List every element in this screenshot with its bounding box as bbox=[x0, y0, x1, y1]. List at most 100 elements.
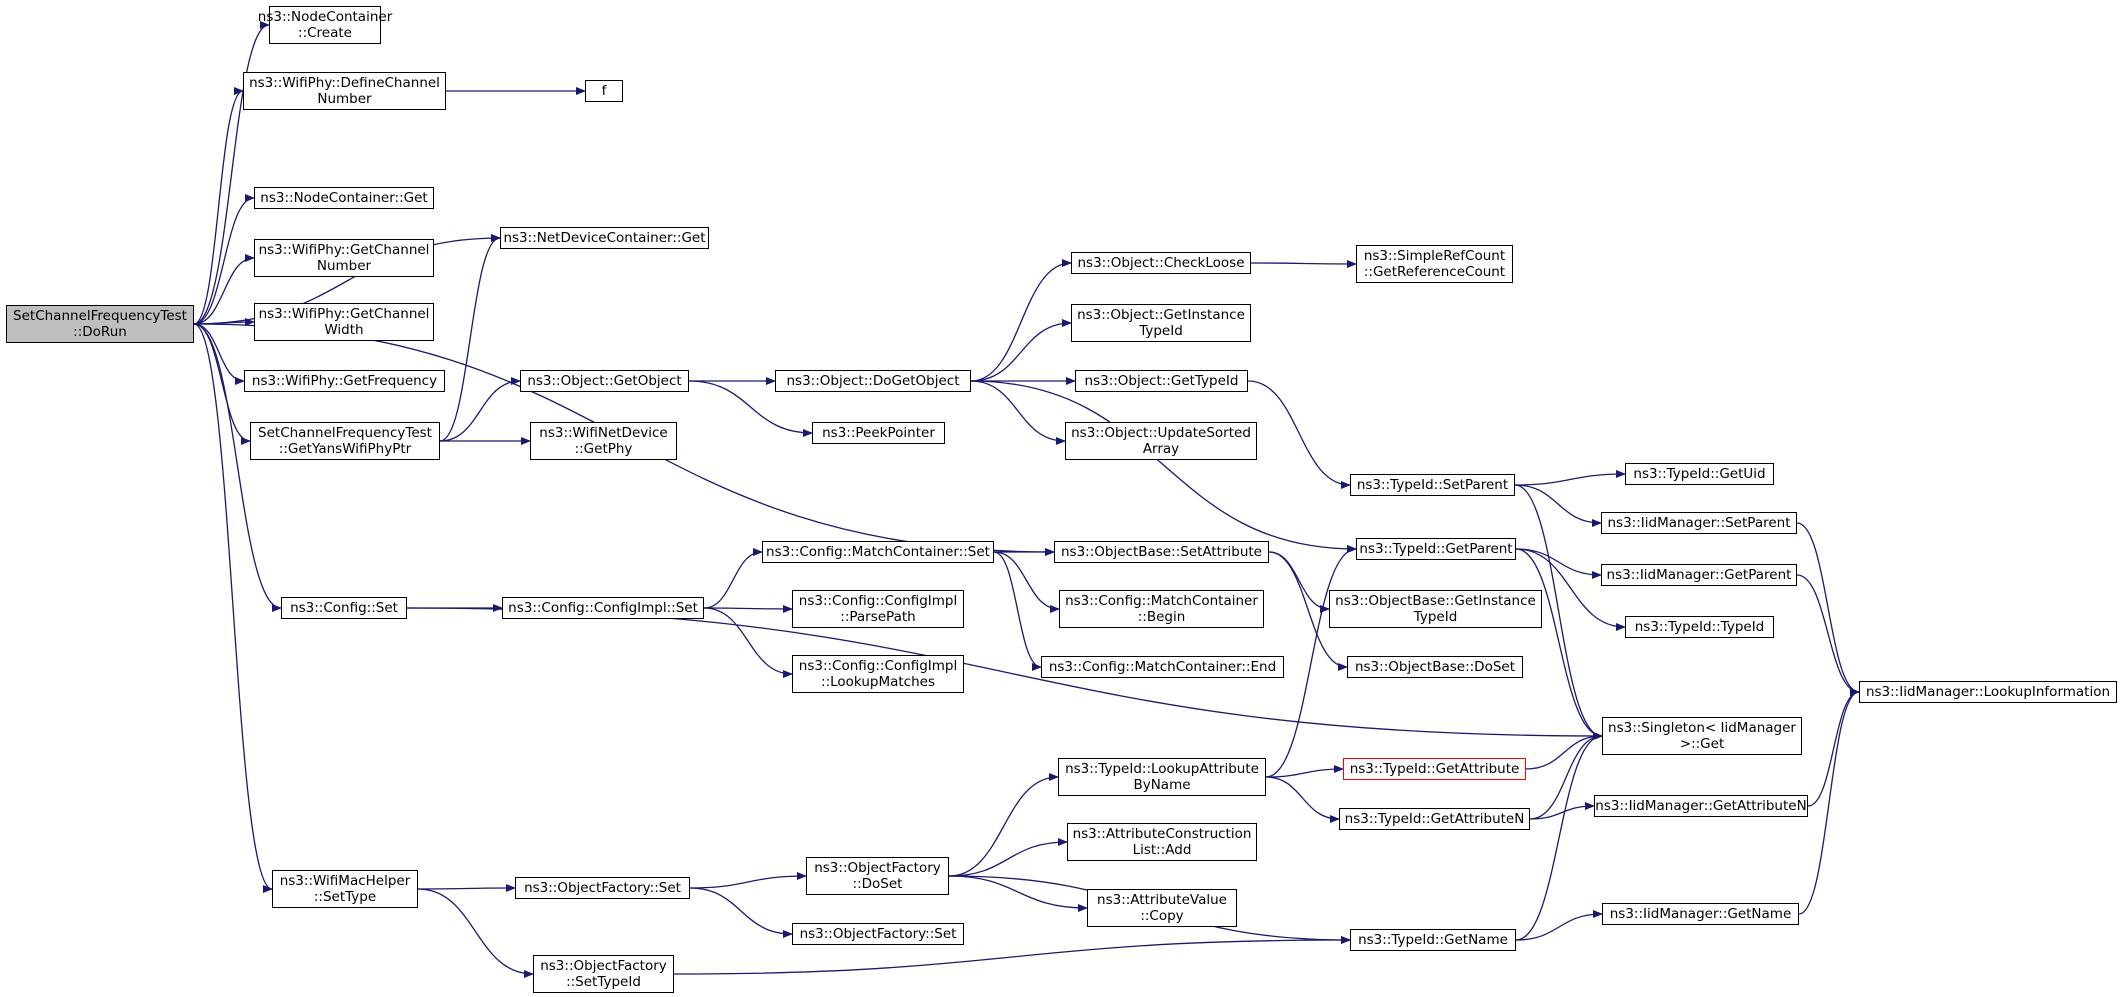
node-ci-lookupmatches[interactable]: ns3::Config::ConfigImpl::LookupMatches bbox=[792, 655, 964, 693]
edge-root-to-nc-create bbox=[193, 21, 270, 325]
node-label-line: Width bbox=[324, 322, 364, 338]
node-label-line: ns3::NodeContainer bbox=[257, 9, 393, 25]
node-configimpl-set[interactable]: ns3::Config::ConfigImpl::Set bbox=[502, 597, 704, 619]
node-label-line: List::Add bbox=[1132, 842, 1192, 858]
node-iid-getname[interactable]: ns3::IidManager::GetName bbox=[1602, 903, 1799, 925]
node-label-line: ns3::IidManager::GetAttributeN bbox=[1595, 798, 1807, 814]
node-get-freq[interactable]: ns3::WifiPhy::GetFrequency bbox=[244, 370, 445, 392]
node-of-doset[interactable]: ns3::ObjectFactory::DoSet bbox=[806, 857, 949, 895]
node-label-line: SetChannelFrequencyTest bbox=[258, 425, 432, 441]
edge-of-set-to-of-doset bbox=[689, 872, 807, 889]
edge-mc-set-to-mc-begin bbox=[993, 551, 1060, 613]
node-iid-getattrn[interactable]: ns3::IidManager::GetAttributeN bbox=[1594, 795, 1808, 817]
edge-obj-dogetobject-to-obj-checkloose bbox=[970, 259, 1072, 382]
node-of-set2[interactable]: ns3::ObjectFactory::Set bbox=[792, 923, 964, 945]
edge-of-set-to-of-set2 bbox=[689, 887, 793, 938]
node-label-line: ns3::Config::MatchContainer bbox=[1065, 593, 1258, 609]
node-label-line: ::Begin bbox=[1137, 609, 1186, 625]
node-label-line: ns3::Config::ConfigImpl bbox=[798, 593, 958, 609]
node-ob-doset[interactable]: ns3::ObjectBase::DoSet bbox=[1347, 656, 1523, 678]
node-iid-getparent[interactable]: ns3::IidManager::GetParent bbox=[1601, 564, 1797, 586]
node-label-line: >::Get bbox=[1679, 736, 1725, 752]
node-av-copy[interactable]: ns3::AttributeValue::Copy bbox=[1087, 889, 1237, 927]
node-label-line: ns3::Object::CheckLoose bbox=[1077, 255, 1245, 271]
edge-tid-lookupattr-to-tid-getparent bbox=[1265, 545, 1357, 778]
node-wnd-getphy[interactable]: ns3::WifiNetDevice::GetPhy bbox=[530, 422, 677, 460]
edge-obj-checkloose-to-src-getrefcount bbox=[1250, 259, 1357, 268]
edge-configimpl-set-to-ci-parsepath bbox=[703, 604, 793, 613]
node-nc-create[interactable]: ns3::NodeContainer::Create bbox=[258, 6, 392, 44]
node-src-getrefcount[interactable]: ns3::SimpleRefCount::GetReferenceCount bbox=[1356, 245, 1513, 283]
node-label-line: ns3::WifiNetDevice bbox=[539, 425, 668, 441]
node-label-line: ::ParsePath bbox=[840, 609, 916, 625]
node-label-line: ns3::Object::DoGetObject bbox=[786, 373, 960, 389]
node-label-line: SetChannelFrequencyTest bbox=[13, 308, 187, 324]
node-nc-get[interactable]: ns3::NodeContainer::Get bbox=[254, 187, 434, 209]
node-config-set[interactable]: ns3::Config::Set bbox=[281, 597, 407, 619]
node-f[interactable]: f bbox=[585, 80, 623, 102]
node-label-line: ns3::Singleton< IidManager bbox=[1608, 720, 1796, 736]
edge-root-to-get-freq bbox=[193, 323, 245, 385]
node-obj-getobject[interactable]: ns3::Object::GetObject bbox=[520, 370, 689, 392]
edge-tid-getname-to-iid-getname bbox=[1515, 910, 1603, 941]
node-iid-lookupinfo[interactable]: ns3::IidManager::LookupInformation bbox=[1859, 681, 2117, 703]
node-mc-begin[interactable]: ns3::Config::MatchContainer::Begin bbox=[1059, 590, 1264, 628]
node-get-yans[interactable]: SetChannelFrequencyTest::GetYansWifiPhyP… bbox=[250, 422, 440, 460]
node-label-line: TypeId bbox=[1413, 609, 1458, 625]
node-mc-end[interactable]: ns3::Config::MatchContainer::End bbox=[1041, 656, 1284, 678]
node-tid-typeid[interactable]: ns3::TypeId::TypeId bbox=[1625, 616, 1774, 638]
edge-configimpl-set-to-ci-lookupmatches bbox=[703, 607, 793, 678]
node-label-line: ns3::Object::GetTypeId bbox=[1084, 373, 1239, 389]
node-label-line: ns3::TypeId::GetUid bbox=[1633, 466, 1766, 482]
node-label-line: ByName bbox=[1133, 777, 1191, 793]
edge-tid-lookupattr-to-tid-getattrn bbox=[1265, 776, 1340, 823]
node-label-line: ns3::WifiPhy::GetFrequency bbox=[251, 373, 438, 389]
node-tid-getattr[interactable]: ns3::TypeId::GetAttribute bbox=[1343, 758, 1526, 780]
node-ci-parsepath[interactable]: ns3::Config::ConfigImpl::ParsePath bbox=[792, 590, 964, 628]
edge-root-to-config-set bbox=[193, 323, 282, 612]
node-of-settypeid[interactable]: ns3::ObjectFactory::SetTypeId bbox=[533, 955, 674, 993]
node-of-set[interactable]: ns3::ObjectFactory::Set bbox=[515, 877, 690, 899]
node-label-line: ns3::TypeId::SetParent bbox=[1356, 477, 1509, 493]
edge-wmh-settype-to-of-settypeid bbox=[417, 888, 534, 978]
node-singleton-get[interactable]: ns3::Singleton< IidManager>::Get bbox=[1602, 717, 1802, 755]
node-label-line: Number bbox=[316, 258, 372, 274]
node-obj-checkloose[interactable]: ns3::Object::CheckLoose bbox=[1071, 252, 1251, 274]
node-tid-getuid[interactable]: ns3::TypeId::GetUid bbox=[1625, 463, 1774, 485]
edge-iid-getname-to-iid-lookupinfo bbox=[1798, 688, 1860, 915]
node-label-line: ns3::AttributeValue bbox=[1097, 892, 1227, 908]
node-label-line: ns3::IidManager::GetName bbox=[1609, 906, 1792, 922]
edge-tid-getname-to-singleton-get bbox=[1515, 732, 1603, 941]
node-label-line: ::GetYansWifiPhyPtr bbox=[278, 441, 412, 457]
edge-tid-getattrn-to-iid-getattrn bbox=[1529, 802, 1595, 820]
node-iid-setparent[interactable]: ns3::IidManager::SetParent bbox=[1601, 512, 1797, 534]
node-obj-gettypeid[interactable]: ns3::Object::GetTypeId bbox=[1075, 370, 1248, 392]
node-label-line: TypeId bbox=[1139, 323, 1183, 339]
node-ndc-get[interactable]: ns3::NetDeviceContainer::Get bbox=[500, 227, 709, 249]
node-tid-getparent[interactable]: ns3::TypeId::GetParent bbox=[1356, 538, 1516, 560]
edge-tid-getparent-to-singleton-get bbox=[1515, 548, 1603, 740]
node-peekpointer[interactable]: ns3::PeekPointer bbox=[812, 422, 945, 444]
node-obj-dogetobject[interactable]: ns3::Object::DoGetObject bbox=[775, 370, 971, 392]
edge-of-settypeid-to-tid-getname bbox=[673, 936, 1351, 975]
node-ob-setattr[interactable]: ns3::ObjectBase::SetAttribute bbox=[1054, 541, 1269, 563]
node-label-line: ns3::IidManager::LookupInformation bbox=[1865, 684, 2111, 700]
node-tid-getattrn[interactable]: ns3::TypeId::GetAttributeN bbox=[1339, 808, 1530, 830]
node-tid-setparent[interactable]: ns3::TypeId::SetParent bbox=[1350, 474, 1515, 496]
edge-tid-setparent-to-iid-setparent bbox=[1514, 484, 1602, 527]
edge-get-yans-to-obj-getobject bbox=[439, 377, 521, 442]
edge-obj-dogetobject-to-obj-updsorted bbox=[970, 380, 1066, 445]
node-label-line: ns3::Config::MatchContainer::End bbox=[1048, 659, 1277, 675]
node-mc-set[interactable]: ns3::Config::MatchContainer::Set bbox=[762, 541, 994, 563]
node-tid-getname[interactable]: ns3::TypeId::GetName bbox=[1350, 929, 1516, 951]
node-wmh-settype[interactable]: ns3::WifiMacHelper::SetType bbox=[272, 870, 418, 908]
